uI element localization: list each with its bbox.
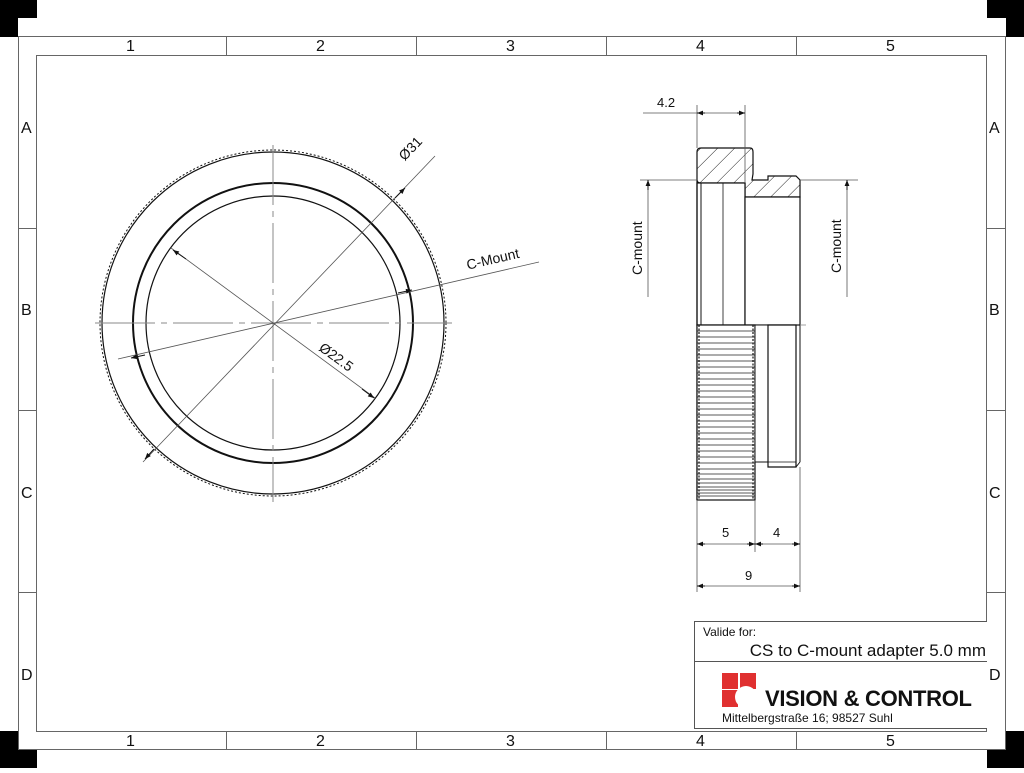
col-label-5: 5 xyxy=(886,38,895,55)
dim-flange-width: 4.2 xyxy=(657,95,676,110)
row-label-a: A xyxy=(21,120,32,137)
col-label-5-bottom: 5 xyxy=(886,733,895,750)
col-label-3-bottom: 3 xyxy=(506,733,515,750)
col-label-4-bottom: 4 xyxy=(696,733,705,750)
label-c-mount-right: C-mount xyxy=(828,219,844,273)
company-name: VISION & CONTROL xyxy=(765,686,972,711)
col-label-3: 3 xyxy=(506,38,515,55)
company-logo-icon xyxy=(722,673,757,708)
row-label-c: C xyxy=(21,485,33,502)
title-block-validity: Valide for: CS to C-mount adapter 5.0 mm xyxy=(695,622,987,662)
row-label-b: B xyxy=(21,302,32,319)
drawing-frame xyxy=(18,36,1006,750)
dim-total-length: 9 xyxy=(745,568,753,583)
row-label-a-right: A xyxy=(989,120,1000,137)
dim-thread-length: 5 xyxy=(722,525,730,540)
col-label-1: 1 xyxy=(126,38,135,55)
front-view xyxy=(95,145,540,502)
title-block: Valide for: CS to C-mount adapter 5.0 mm… xyxy=(694,621,987,729)
row-label-c-right: C xyxy=(989,485,1001,502)
row-label-b-right: B xyxy=(989,302,1000,319)
col-label-2: 2 xyxy=(316,38,325,55)
product-name: CS to C-mount adapter 5.0 mm xyxy=(749,641,986,660)
row-label-d-right: D xyxy=(989,667,1001,684)
col-label-4: 4 xyxy=(696,38,705,55)
col-label-1-bottom: 1 xyxy=(126,733,135,750)
row-label-d: D xyxy=(21,667,33,684)
company-address: Mittelbergstraße 16; 98527 Suhl xyxy=(722,711,893,725)
side-view xyxy=(640,105,858,592)
dim-tube-length: 4 xyxy=(773,525,781,540)
label-c-mount-left: C-mount xyxy=(629,221,645,275)
valid-for-label: Valide for: xyxy=(703,625,757,639)
col-label-2-bottom: 2 xyxy=(316,733,325,750)
